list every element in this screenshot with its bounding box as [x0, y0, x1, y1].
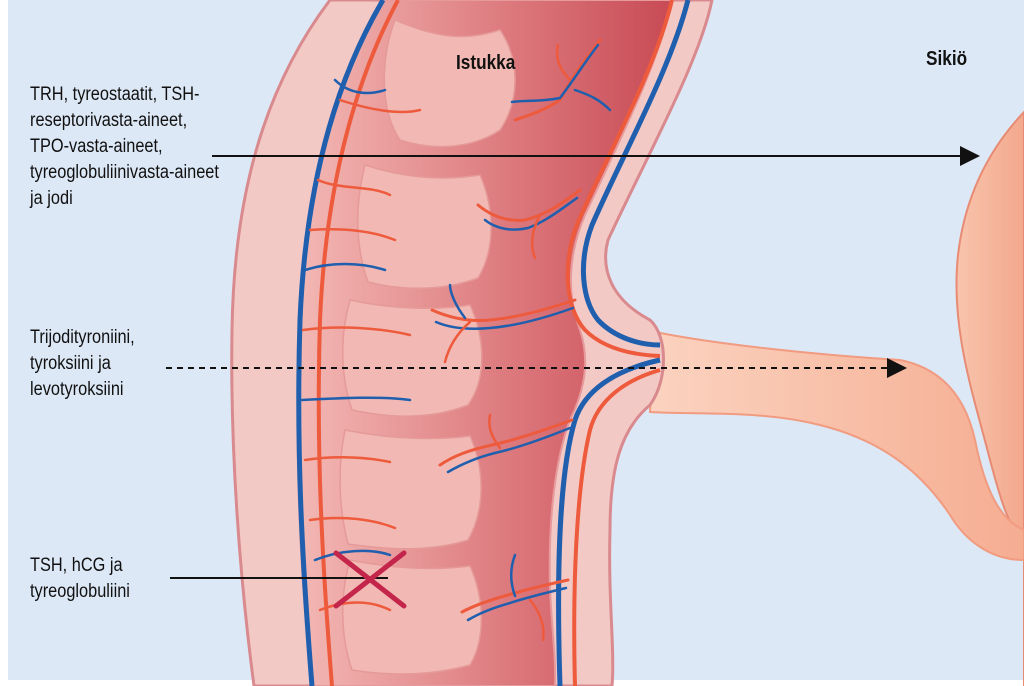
label-partial: Trijodityroniini, tyroksiini ja levotyro… — [30, 325, 135, 403]
fetus-body — [956, 112, 1024, 686]
lobe-4 — [340, 430, 481, 549]
fetus-title: Sikiö — [926, 48, 967, 71]
lobe-1 — [384, 20, 515, 147]
lobe-2 — [358, 165, 491, 288]
label-blocked: TSH, hCG ja tyreoglobuliini — [30, 553, 130, 605]
label-passes: TRH, tyreostaatit, TSH- reseptorivasta-a… — [30, 82, 219, 212]
placenta-title: Istukka — [456, 52, 515, 75]
